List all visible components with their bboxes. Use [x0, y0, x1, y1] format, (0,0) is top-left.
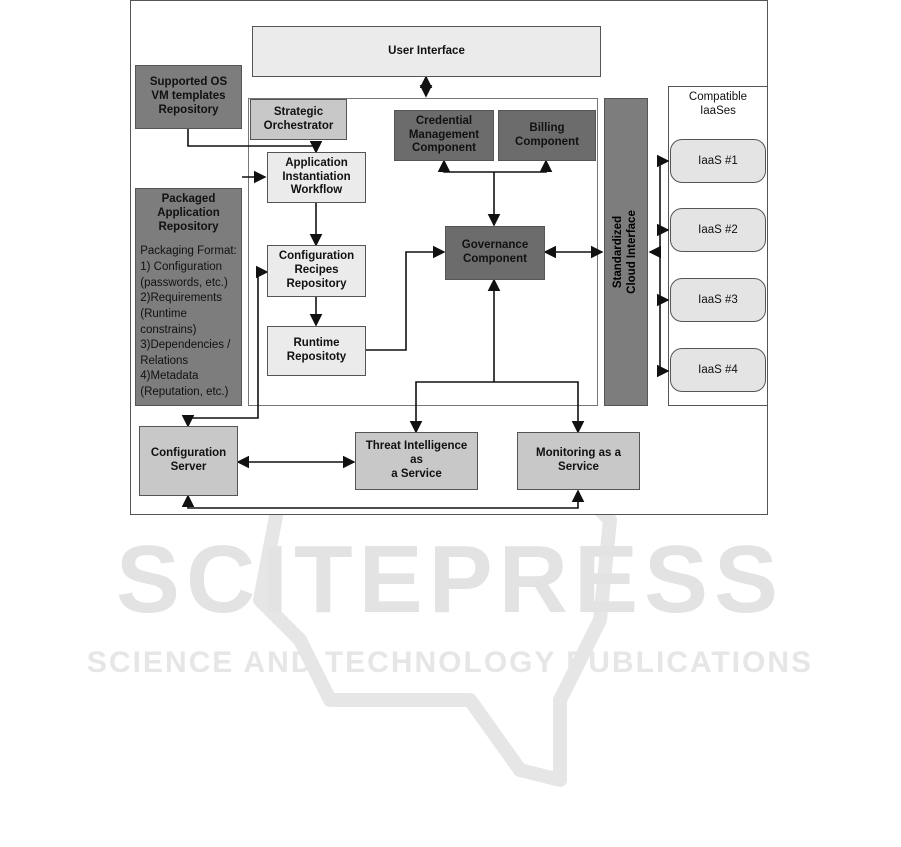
- connector-runtime-governance: [366, 245, 446, 351]
- iaas-4-label: IaaS #4: [698, 364, 738, 376]
- supported-os-repository-box: Supported OS VM templates Repository: [135, 65, 242, 129]
- standardized-cloud-interface-label: Standardized Cloud Interface: [612, 210, 640, 294]
- connector-server-recipes: [181, 265, 269, 428]
- threat-intelligence-box: Threat Intelligence as a Service: [355, 432, 478, 490]
- billing-label-1: Billing: [529, 121, 565, 134]
- packaging-format-line: Packaging Format:: [140, 245, 237, 258]
- credential-management-label-3: Component: [412, 142, 476, 155]
- app-instantiation-label-1: Application: [285, 156, 348, 169]
- packaging-format-line: constrains): [140, 323, 197, 336]
- packaging-format-list: Packaging Format: 1) Configuration (passwo…: [140, 244, 237, 400]
- iaas-2-label: IaaS #2: [698, 224, 738, 236]
- supported-os-label-3: Repository: [158, 103, 219, 116]
- threat-intel-label-2: a Service: [391, 467, 442, 480]
- credential-management-label-2: Management: [408, 128, 480, 141]
- packaged-application-repository-box: Packaged Application Repository Packagin…: [135, 188, 242, 406]
- monitoring-label-1: Monitoring as a: [536, 447, 621, 460]
- packaging-format-line: (Runtime: [140, 307, 187, 320]
- packaging-format-line: 3)Dependencies /: [140, 339, 231, 352]
- billing-label-2: Component: [515, 135, 579, 148]
- standardized-cloud-label-2: Cloud Interface: [626, 210, 638, 294]
- runtime-repository-box: Runtime Repositoty: [267, 326, 366, 376]
- config-server-label-2: Server: [170, 461, 207, 473]
- application-instantiation-box: Application Instantiation Workflow: [267, 152, 366, 203]
- compatible-iaases-label-1: Compatible: [688, 91, 748, 103]
- connector-server-monitoring: [181, 489, 585, 509]
- app-instantiation-label-2: Instantiation: [282, 170, 351, 183]
- monitoring-service-box: Monitoring as a Service: [517, 432, 640, 490]
- runtime-repo-label-2: Repositoty: [286, 351, 347, 363]
- connector-os-app: [187, 129, 323, 154]
- iaas-1-box: IaaS #1: [670, 139, 766, 183]
- connector-threat-monitoring: [409, 381, 585, 434]
- connector-cred-billing: [437, 159, 553, 173]
- credential-management-label-1: Credential: [415, 114, 473, 127]
- supported-os-label-2: VM templates: [151, 90, 226, 103]
- user-interface-label: User Interface: [388, 44, 465, 57]
- packaging-format-line: Relations: [140, 354, 189, 367]
- watermark-subtitle: SCIENCE AND TECHNOLOGY PUBLICATIONS: [87, 646, 813, 679]
- packaged-app-label-3: Repository: [158, 220, 219, 233]
- app-instantiation-label-3: Workflow: [290, 184, 343, 197]
- governance-component-box: Governance Component: [445, 226, 545, 280]
- user-interface-box: User Interface: [252, 26, 601, 77]
- compatible-iaases-label-2: IaaSes: [700, 104, 736, 117]
- config-server-label-1: Configuration: [150, 447, 227, 460]
- packaging-format-line: (passwords, etc.): [140, 276, 228, 289]
- packaged-app-label-1: Packaged: [161, 193, 216, 205]
- strategic-orchestrator-box: Strategic Orchestrator: [250, 99, 347, 140]
- supported-os-label-1: Supported OS: [149, 76, 228, 89]
- governance-label-1: Governance: [461, 239, 529, 252]
- standardized-cloud-interface-box: Standardized Cloud Interface: [604, 98, 648, 406]
- iaas-1-label: IaaS #1: [698, 155, 738, 167]
- packaged-app-label-2: Application: [157, 206, 220, 219]
- standardized-cloud-label-1: Standardized: [612, 215, 625, 289]
- packaging-format-line: 2)Requirements: [140, 292, 223, 305]
- config-recipes-label-3: Repository: [286, 277, 347, 290]
- iaas-4-box: IaaS #4: [670, 348, 766, 392]
- billing-component-box: Billing Component: [498, 110, 596, 161]
- configuration-recipes-box: Configuration Recipes Repository: [267, 245, 366, 297]
- config-recipes-label-2: Recipes: [294, 264, 339, 277]
- watermark-title: SCITEPRESS: [116, 526, 784, 633]
- monitoring-label-2: Service: [558, 461, 599, 473]
- iaas-3-label: IaaS #3: [698, 294, 738, 306]
- governance-label-2: Component: [463, 253, 527, 265]
- runtime-repo-label-1: Runtime: [293, 337, 340, 350]
- packaging-format-line: 1) Configuration: [140, 261, 223, 274]
- configuration-server-box: Configuration Server: [139, 426, 238, 496]
- strategic-orchestrator-label-1: Strategic: [273, 105, 324, 118]
- strategic-orchestrator-label-2: Orchestrator: [263, 119, 334, 132]
- iaas-3-box: IaaS #3: [670, 278, 766, 322]
- packaging-format-line: 4)Metadata: [140, 370, 199, 383]
- packaging-format-line: (Reputation, etc.): [140, 386, 229, 399]
- iaas-2-box: IaaS #2: [670, 208, 766, 252]
- threat-intel-label-1: Threat Intelligence as: [365, 440, 468, 467]
- credential-management-box: Credential Management Component: [394, 110, 494, 161]
- config-recipes-label-1: Configuration: [278, 250, 355, 263]
